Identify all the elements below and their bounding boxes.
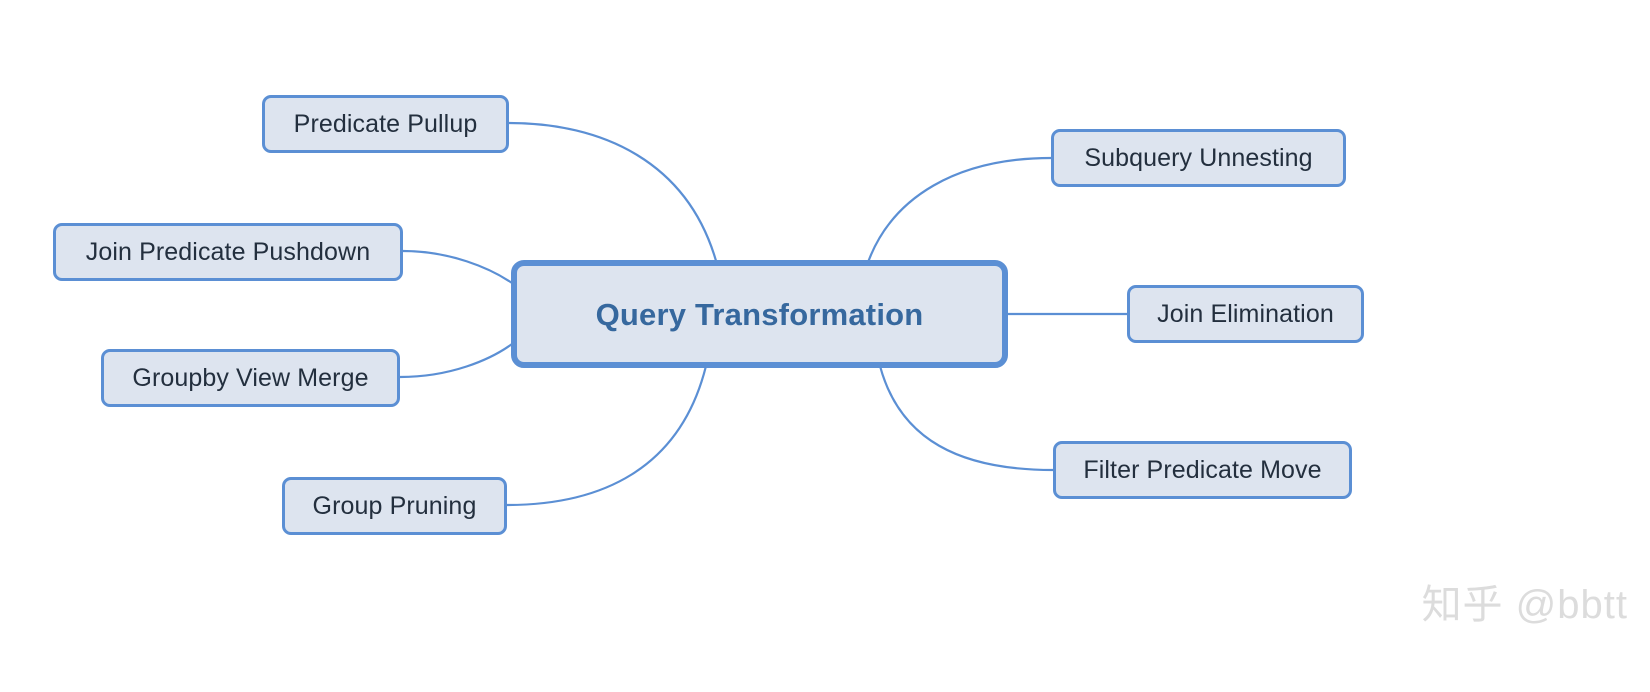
- watermark: 知乎 @bbtt: [1421, 583, 1628, 627]
- node-predicate-pullup[interactable]: Predicate Pullup: [262, 95, 509, 153]
- node-subquery-unnesting-label: Subquery Unnesting: [1084, 143, 1313, 172]
- node-group-pruning-label: Group Pruning: [312, 491, 477, 520]
- node-central-query-transformation[interactable]: Query Transformation: [511, 260, 1008, 368]
- node-groupby-view-merge-label: Groupby View Merge: [132, 363, 369, 392]
- node-join-predicate-pushdown[interactable]: Join Predicate Pushdown: [53, 223, 403, 281]
- node-central-label: Query Transformation: [595, 296, 924, 332]
- node-join-predicate-pushdown-label: Join Predicate Pushdown: [85, 237, 371, 266]
- edge-groupby-view-merge: [399, 343, 513, 379]
- edge-join-predicate-pushdown: [402, 249, 513, 284]
- edge-filter-predicate-move: [878, 365, 1054, 472]
- node-join-elimination-label: Join Elimination: [1157, 299, 1334, 328]
- edge-group-pruning: [506, 365, 708, 507]
- node-predicate-pullup-label: Predicate Pullup: [293, 109, 478, 138]
- edge-predicate-pullup: [508, 121, 720, 269]
- node-join-elimination[interactable]: Join Elimination: [1127, 285, 1364, 343]
- node-subquery-unnesting[interactable]: Subquery Unnesting: [1051, 129, 1346, 187]
- node-group-pruning[interactable]: Group Pruning: [282, 477, 507, 535]
- node-groupby-view-merge[interactable]: Groupby View Merge: [101, 349, 400, 407]
- edge-subquery-unnesting: [864, 156, 1052, 269]
- node-filter-predicate-move[interactable]: Filter Predicate Move: [1053, 441, 1352, 499]
- node-filter-predicate-move-label: Filter Predicate Move: [1083, 455, 1322, 484]
